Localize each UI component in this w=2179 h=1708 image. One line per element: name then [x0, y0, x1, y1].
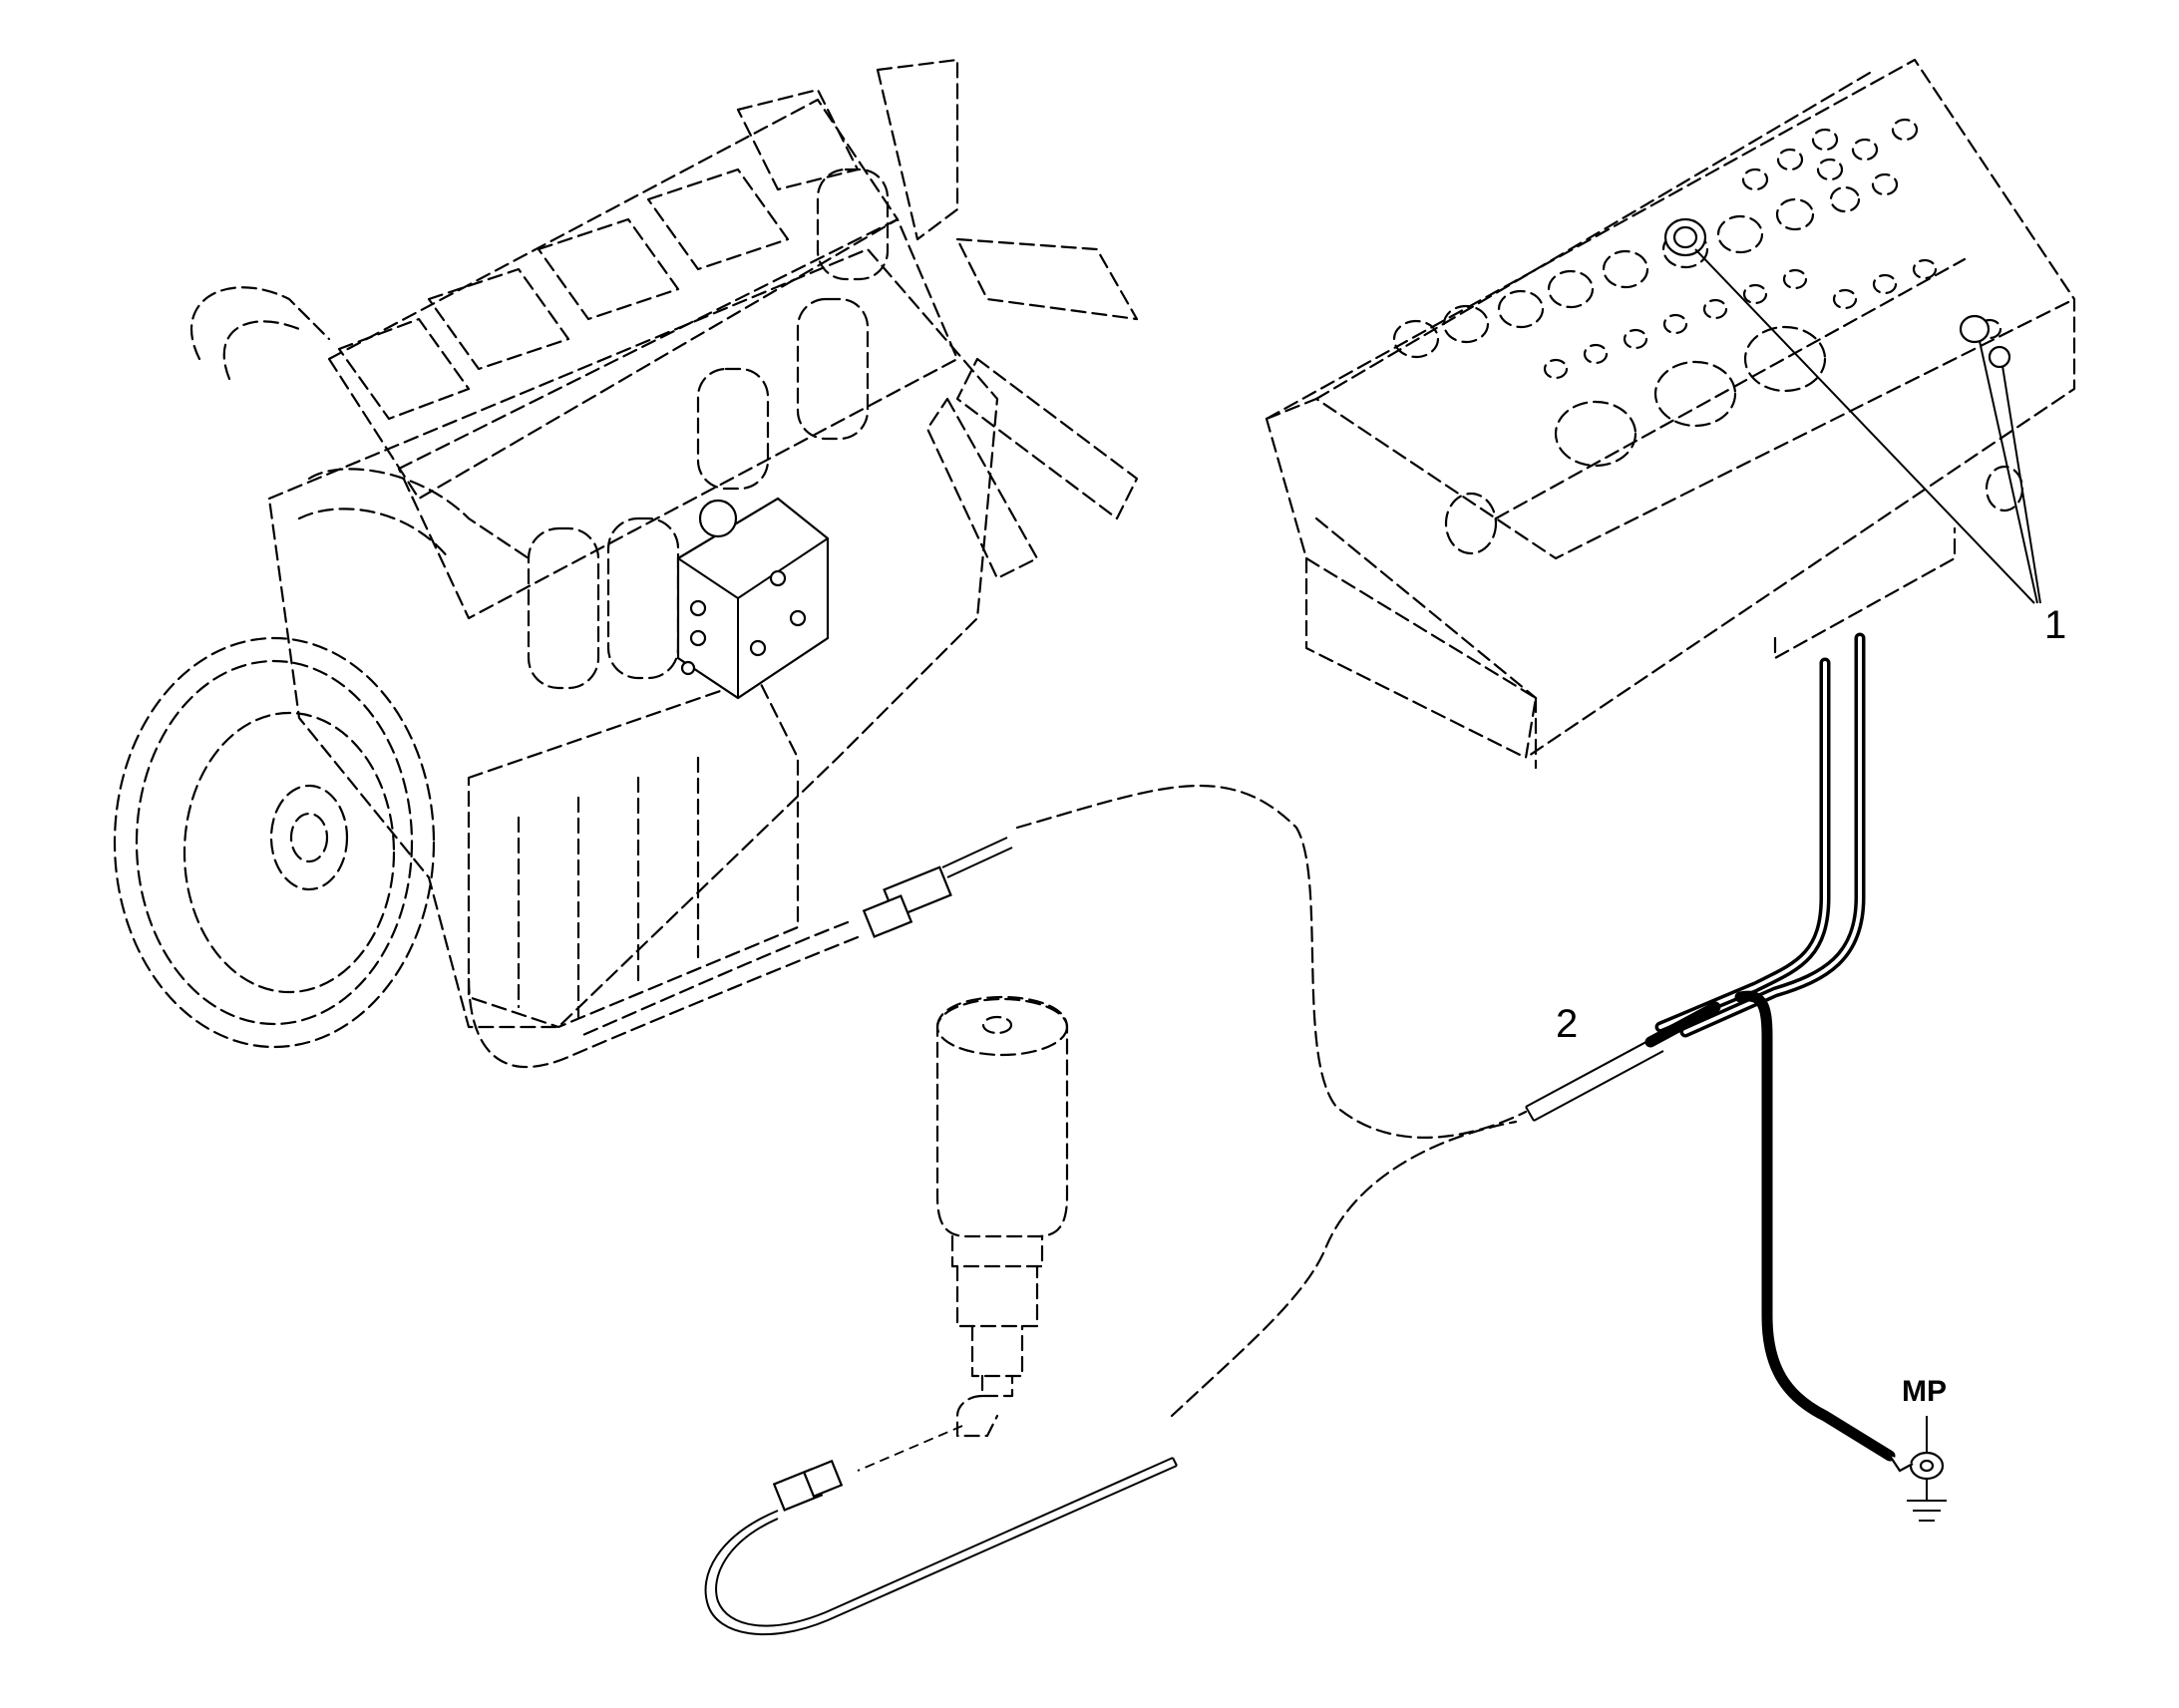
ground-point-label: MP [1902, 1375, 1947, 1408]
indicator-lamp [1663, 217, 1707, 257]
indicator-lamp [1959, 314, 1991, 344]
fuel-injection-pump [676, 497, 830, 700]
engine-assembly [113, 58, 1139, 1049]
sensor-unit [935, 996, 1069, 1438]
leader-lines-callout-1 [1694, 248, 2041, 604]
instrument-panel [1265, 58, 2076, 770]
callout-2-label: 2 [1556, 1002, 1578, 1046]
ground-point [1889, 1416, 1947, 1522]
wiring-harness [1525, 632, 1896, 1462]
sensor-cable [704, 1425, 1178, 1636]
indicator-lamp [1988, 345, 2011, 369]
cable-routes [467, 784, 1528, 1418]
callout-1-label: 1 [2044, 603, 2066, 647]
